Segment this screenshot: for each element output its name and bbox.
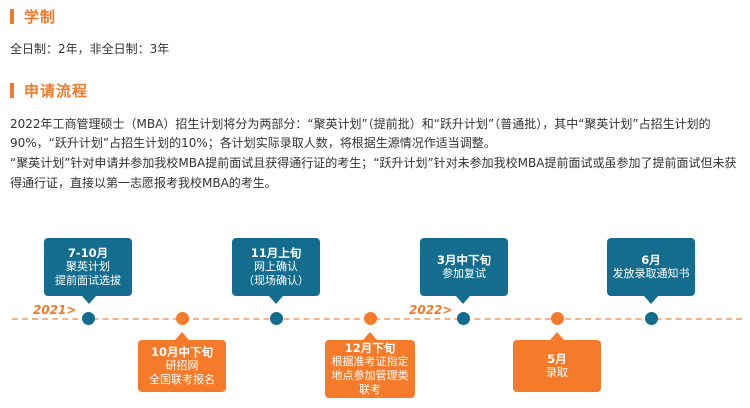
timeline-dot <box>82 312 95 325</box>
card-title: 7-10月 <box>67 246 109 260</box>
section-title: 申请流程 <box>24 82 89 100</box>
paragraph-line: 90%，“跃升计划”占招生计划的10%；各计划实际录取人数，将根据生源情况作适当… <box>10 136 496 150</box>
study-duration-text: 全日制：2年，非全日制：3年 <box>10 42 170 56</box>
timeline-card-oct: 10月中下旬 研招网 全国联考报名 <box>138 340 226 392</box>
paragraph-line: “聚英计划”针对申请并参加我校MBA提前面试且获得通行证的考生；“跃升计划”针对… <box>10 156 737 170</box>
card-line: 发放录取通知书 <box>612 267 690 280</box>
card-pointer <box>550 332 564 340</box>
section-marker <box>10 83 14 98</box>
card-title: 12月下旬 <box>344 341 396 355</box>
card-line: 地点参加管理类 <box>331 369 409 382</box>
timeline-card-dec: 12月下旬 根据准考证指定 地点参加管理类 联考 <box>325 340 415 398</box>
card-pointer <box>82 296 96 304</box>
timeline-axis <box>12 318 742 320</box>
timeline-card-jun: 6月 发放录取通知书 <box>607 238 695 296</box>
card-line: 网上确认 <box>254 260 298 273</box>
timeline-card-mar: 3月中下旬 参加复试 <box>420 238 508 296</box>
timeline-card-may: 5月 录取 <box>513 340 601 392</box>
card-title: 10月中下旬 <box>150 345 213 359</box>
card-pointer <box>456 296 470 304</box>
card-line: 录取 <box>546 366 568 379</box>
card-line: 全国联考报名 <box>149 373 215 386</box>
timeline-dot <box>176 312 189 325</box>
card-pointer <box>269 296 283 304</box>
card-line: 联考 <box>359 383 381 396</box>
timeline-dot <box>457 312 470 325</box>
card-line: 研招网 <box>165 359 199 372</box>
section-header-xuezhi: 学制 <box>10 6 56 27</box>
card-title: 6月 <box>641 253 661 267</box>
section-marker <box>10 9 14 24</box>
timeline-dot <box>270 312 283 325</box>
card-line: 参加复试 <box>442 267 486 280</box>
timeline-card-nov: 11月上旬 网上确认 （现场确认） <box>232 238 320 296</box>
paragraph-line: 得通行证，直接以第一志愿报考我校MBA的考生。 <box>10 176 277 190</box>
year-label-2021: 2021> <box>33 303 77 317</box>
card-pointer <box>363 332 377 340</box>
section-title: 学制 <box>24 8 57 26</box>
timeline-dot <box>551 312 564 325</box>
card-title: 3月中下旬 <box>436 253 491 267</box>
card-line: 提前面试选拔 <box>55 274 121 287</box>
timeline-dot <box>364 312 377 325</box>
year-label-2022: 2022> <box>409 303 453 317</box>
section-header-process: 申请流程 <box>10 80 88 101</box>
timeline-dot <box>645 312 658 325</box>
timeline-card-jul-oct: 7-10月 聚英计划 提前面试选拔 <box>44 238 132 296</box>
card-pointer <box>644 296 658 304</box>
card-title: 5月 <box>547 352 567 366</box>
card-pointer <box>175 332 189 340</box>
paragraph-line: 2022年工商管理硕士（MBA）招生计划将分为两部分：“聚英计划”（提前批）和“… <box>10 117 711 131</box>
card-title: 11月上旬 <box>250 246 302 260</box>
card-line: 聚英计划 <box>66 260 110 273</box>
card-line: 根据准考证指定 <box>331 355 409 368</box>
card-line: （现场确认） <box>243 274 309 287</box>
